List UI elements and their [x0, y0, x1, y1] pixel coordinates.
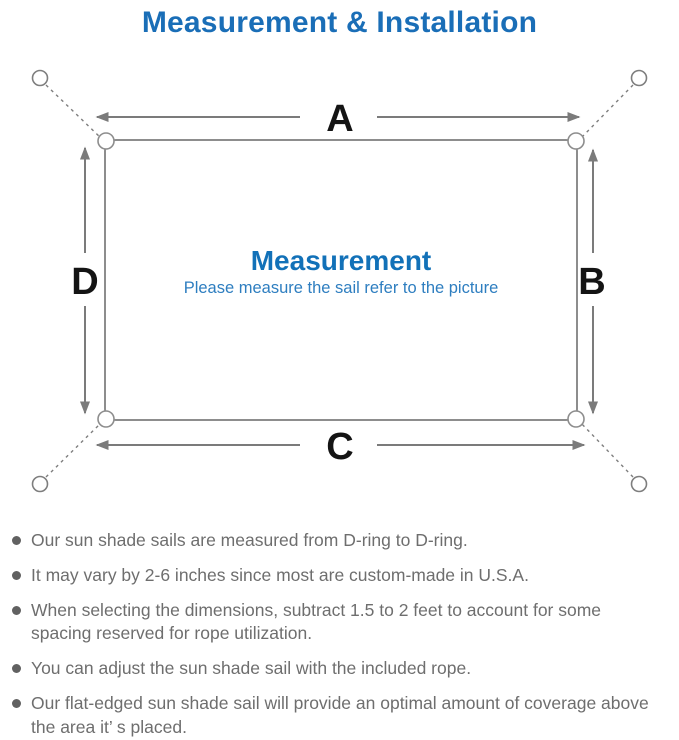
note-text: When selecting the dimensions, subtract … [31, 599, 602, 644]
sail-outline [104, 139, 578, 421]
tether-line-top-right [578, 84, 634, 141]
list-item: You can adjust the sun shade sail with t… [12, 657, 663, 681]
d-ring-icon-top-left [97, 132, 115, 150]
note-text: Our flat-edged sun shade sail will provi… [31, 692, 649, 737]
d-ring-icon-bottom-left [97, 410, 115, 428]
tether-line-bottom-right [578, 420, 634, 478]
dimension-label-c: C [326, 426, 353, 468]
diagram-center-title: Measurement [251, 245, 432, 276]
d-ring-icon-bottom-right [567, 410, 585, 428]
bullet-dot-icon [12, 605, 21, 615]
anchor-ring-icon-bottom-right [630, 475, 648, 493]
list-item: It may vary by 2-6 inches since most are… [12, 564, 663, 588]
d-ring-icon-top-right [567, 132, 585, 150]
anchor-ring-icon-top-right [630, 69, 648, 87]
list-item: Our flat-edged sun shade sail will provi… [12, 692, 663, 740]
notes-list: Our sun shade sails are measured from D-… [0, 520, 679, 740]
anchor-ring-icon-bottom-left [31, 475, 49, 493]
anchor-ring-icon-top-left [31, 69, 49, 87]
tether-line-bottom-left [45, 420, 104, 478]
dimension-label-d: D [71, 261, 98, 303]
tether-line-top-left [45, 84, 104, 141]
dimension-label-a: A [326, 98, 353, 140]
list-item: When selecting the dimensions, subtract … [12, 599, 663, 647]
bullet-dot-icon [12, 698, 21, 708]
diagram-center-subtitle: Please measure the sail refer to the pic… [184, 279, 499, 297]
bullet-dot-icon [12, 664, 21, 674]
bullet-dot-icon [12, 570, 21, 580]
page-title: Measurement & Installation [141, 6, 538, 39]
list-item: Our sun shade sails are measured from D-… [12, 529, 663, 553]
note-text: You can adjust the sun shade sail with t… [31, 658, 472, 679]
note-text: Our sun shade sails are measured from D-… [31, 530, 468, 550]
bullet-dot-icon [12, 536, 21, 545]
note-text: It may vary by 2-6 inches since most are… [31, 564, 529, 585]
measurement-diagram: A B C D Measurement Please measure the s… [31, 69, 648, 493]
dimension-label-b: B [578, 261, 605, 303]
